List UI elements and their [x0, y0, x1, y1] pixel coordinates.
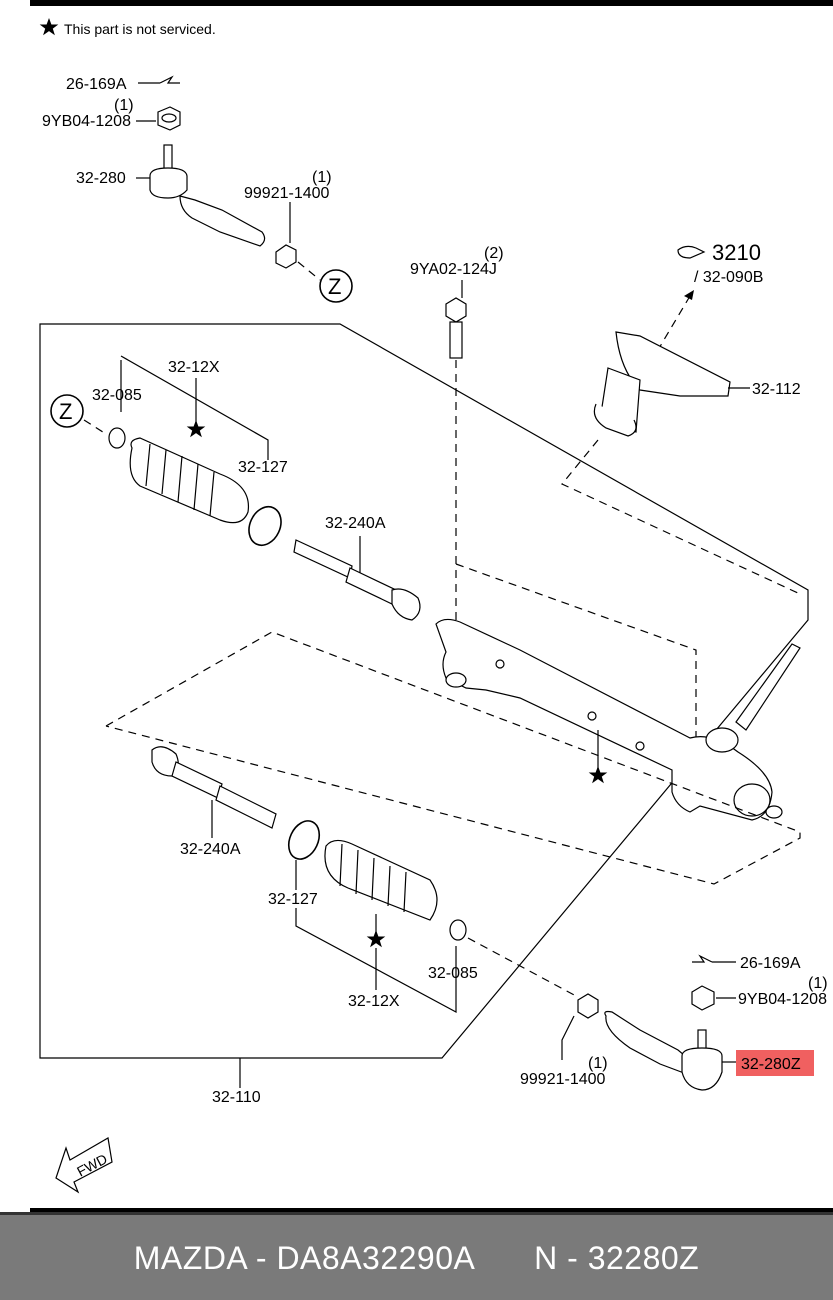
nut-icon — [157, 106, 181, 131]
label-32-240A-bottom: 32-240A — [180, 841, 241, 858]
qty-99921-top: (1) — [312, 169, 332, 186]
top-border — [30, 0, 833, 6]
arrow-icon — [138, 75, 180, 84]
threaded-rod-icon — [293, 539, 353, 579]
mounting-bolt: (2) 9YA02-124J — [410, 245, 504, 640]
label-32-280: 32-280 — [76, 170, 126, 187]
z-label-top: Z — [328, 274, 341, 299]
label-26-169A-bottom: 26-169A — [740, 955, 801, 972]
label-9YA02-124J: 9YA02-124J — [410, 261, 497, 278]
label-32-240A-top: 32-240A — [325, 515, 386, 532]
label-32-127-top: 32-127 — [238, 459, 288, 476]
ball-joint-icon — [149, 167, 188, 199]
clamp-icon — [449, 919, 467, 941]
label-32-112: 32-112 — [752, 381, 801, 398]
qty-9YB04-top: (1) — [114, 97, 134, 114]
tie-rod-end-left: 26-169A (1) 9YB04-1208 32-280 (1) 99921-… — [42, 75, 353, 303]
rack-housing-body — [435, 618, 773, 821]
label-32-090B: / 32-090B — [694, 269, 763, 286]
star-icon — [186, 420, 206, 438]
lower-inner-tie-rod: 32-240A — [151, 746, 277, 858]
note-text: This part is not serviced. — [64, 21, 216, 37]
label-3210: 3210 — [712, 240, 761, 265]
pinion-shaft-icon — [735, 643, 801, 731]
z-label-left: Z — [59, 399, 72, 424]
bolt-head-icon — [445, 297, 467, 323]
zone-z-marker-top — [319, 269, 353, 303]
label-99921-1400-top: 99921-1400 — [244, 185, 330, 202]
footer-ref-part: N - 32280Z — [534, 1240, 700, 1276]
label-32-110: 32-110 — [212, 1089, 261, 1106]
label-99921-1400-bottom: 99921-1400 — [520, 1071, 606, 1088]
threaded-rod-icon — [215, 785, 277, 829]
boot-bellows-icon — [324, 839, 438, 921]
label-9YB04-1208-top: 9YB04-1208 — [42, 113, 131, 130]
qty-9YB04-bottom: (1) — [808, 975, 828, 992]
tie-rod-arm-icon — [604, 1010, 693, 1077]
steering-column-cover: 3210 / 32-090B 32-112 — [561, 240, 801, 595]
label-32-12X-top: 32-12X — [168, 359, 220, 376]
qty-99921-bottom: (1) — [588, 1055, 608, 1072]
rack-housing — [105, 563, 801, 885]
footer-bar — [0, 1212, 833, 1300]
ring-icon — [287, 820, 321, 860]
upper-inner-tie-rod: 32-240A — [293, 515, 421, 621]
highlight-32-280Z — [736, 1050, 814, 1076]
label-32-127-bottom: 32-127 — [268, 891, 318, 908]
clamp-icon — [108, 427, 126, 449]
label-32-280Z: 32-280Z — [741, 1056, 801, 1073]
nut-icon — [691, 985, 715, 1011]
star-icon — [39, 18, 59, 36]
zone-z-marker-left — [50, 394, 84, 428]
assembly-outline — [39, 323, 809, 1059]
upper-boot-group: 32-12X 32-085 Z 32-127 — [50, 355, 288, 547]
label-26-169A-top: 26-169A — [66, 76, 127, 93]
label-32-12X-bottom: 32-12X — [348, 993, 400, 1010]
lower-boot-group: 32-127 32-085 32-12X — [268, 820, 577, 1014]
footer-brand-part: MAZDA - DA8A32290A — [133, 1240, 476, 1276]
ring-icon — [248, 505, 282, 547]
qty-9YA02: (2) — [484, 245, 504, 262]
label-32-085-bottom: 32-085 — [428, 965, 478, 982]
label-32-085-top: 32-085 — [92, 387, 142, 404]
tie-rod-arm-icon — [179, 195, 266, 247]
hand-pointer-icon — [677, 245, 706, 259]
nut-icon — [577, 993, 599, 1019]
not-serviced-note: This part is not serviced. — [39, 18, 216, 37]
footer-text: MAZDA - DA8A32290A N - 32280Z — [0, 1240, 833, 1277]
fwd-arrow-icon: FWD — [55, 1137, 113, 1194]
boot-bellows-icon — [129, 437, 250, 524]
star-icon — [366, 930, 386, 948]
arrow-icon — [692, 954, 736, 963]
footer-border — [30, 1208, 833, 1212]
label-9YB04-1208-bottom: 9YB04-1208 — [738, 991, 827, 1008]
ball-joint-icon — [681, 1047, 723, 1091]
tie-rod-end-right: 26-169A (1) 9YB04-1208 (1) 99921-1400 32… — [520, 954, 828, 1091]
nut-icon — [275, 244, 297, 269]
star-icon — [588, 766, 608, 784]
ball-socket-icon — [391, 588, 421, 621]
